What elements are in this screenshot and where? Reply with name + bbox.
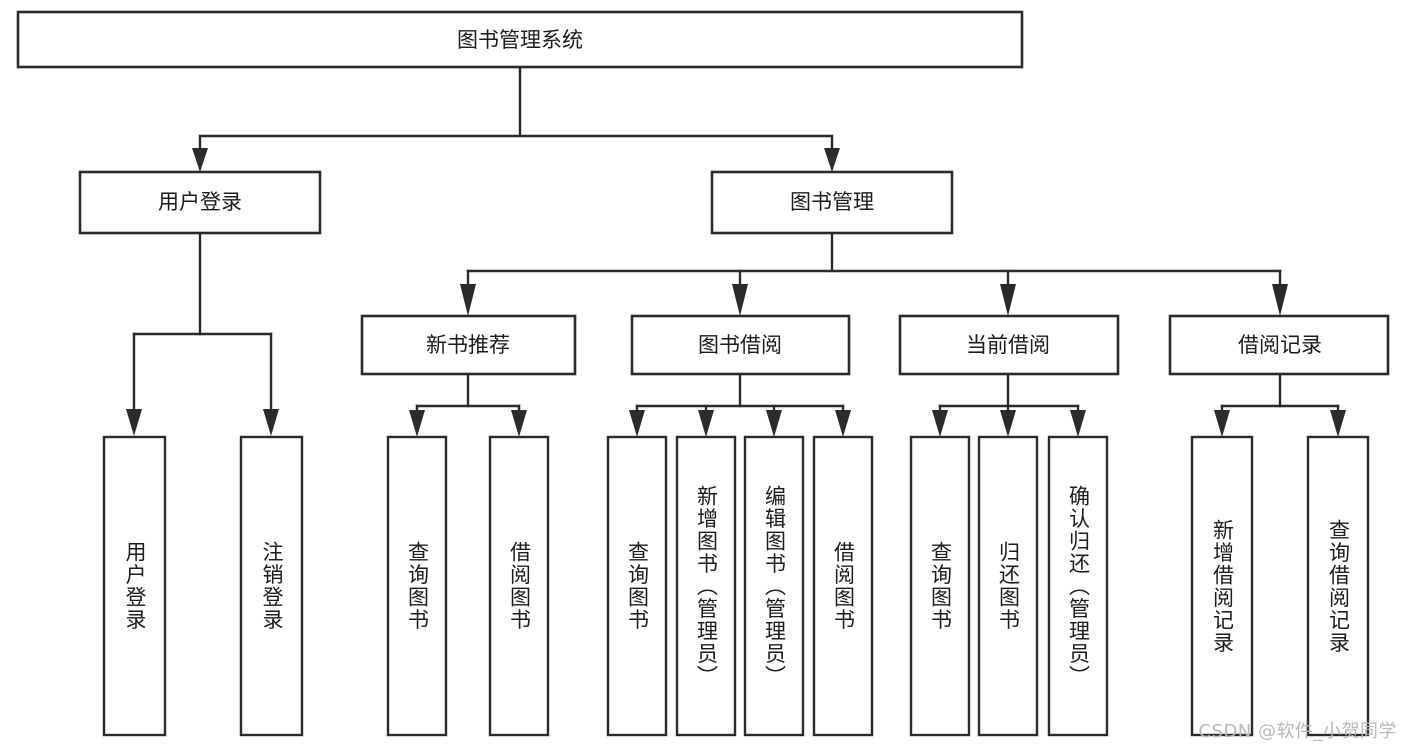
nodes-layer: 图书管理系统 用户登录 图书管理 新书推荐 图书借阅 当前借阅 借阅记录 xyxy=(16,10,1390,737)
arrow-head-newbook-leaf-1 xyxy=(409,410,425,437)
node-box-leaf-query-book-c[interactable] xyxy=(909,435,971,737)
node-label-current-borrow: 当前借阅 xyxy=(966,333,1050,357)
arrow-head-borrowbook-leaf-4 xyxy=(835,410,851,437)
node-label-new-book-recommend: 新书推荐 xyxy=(426,333,510,357)
node-box-leaf-borrow-book-b[interactable] xyxy=(812,435,874,737)
arrow-head-records-leaf-2 xyxy=(1330,410,1346,437)
arrow-head-borrow-record xyxy=(1272,284,1288,316)
node-box-leaf-query-borrow-record[interactable] xyxy=(1306,435,1370,737)
node-label-root: 图书管理系统 xyxy=(457,28,583,52)
node-box-borrow-record[interactable] xyxy=(1168,314,1390,376)
arrow-head-borrowbook-leaf-3 xyxy=(766,410,782,437)
node-box-leaf-query-book-a[interactable] xyxy=(386,435,448,737)
node-box-leaf-add-book-admin[interactable] xyxy=(675,435,737,737)
arrow-head-user-login xyxy=(192,148,208,172)
arrow-head-records-leaf-1 xyxy=(1214,410,1230,437)
arrow-head-userlogin-leaf-1 xyxy=(126,409,142,436)
arrow-head-current-leaf-2 xyxy=(1000,410,1016,437)
arrow-head-borrowbook-leaf-1 xyxy=(629,410,645,437)
node-box-leaf-add-borrow-record[interactable] xyxy=(1190,435,1254,737)
node-box-user-login[interactable] xyxy=(78,170,322,235)
node-label-user-login: 用户登录 xyxy=(158,190,242,214)
node-box-new-book-recommend[interactable] xyxy=(360,314,577,376)
node-box-leaf-query-book-b[interactable] xyxy=(606,435,668,737)
node-box-leaf-borrow-book-a[interactable] xyxy=(488,435,550,737)
arrow-head-newbook-leaf-2 xyxy=(511,410,527,437)
node-box-current-borrow[interactable] xyxy=(898,314,1120,376)
node-box-book-management[interactable] xyxy=(710,170,954,235)
node-box-book-borrow[interactable] xyxy=(630,314,851,376)
arrow-head-userlogin-leaf-2 xyxy=(263,409,279,436)
arrow-head-book-mgmt xyxy=(824,148,840,172)
arrow-head-current-leaf-3 xyxy=(1070,410,1086,437)
node-box-leaf-user-login[interactable] xyxy=(102,435,167,737)
arrow-head-current-leaf-1 xyxy=(932,410,948,437)
connectors-layer xyxy=(126,65,1346,437)
arrow-head-current-borrow xyxy=(1000,284,1016,316)
node-box-leaf-edit-book-admin[interactable] xyxy=(743,435,805,737)
node-box-leaf-logout[interactable] xyxy=(239,435,304,737)
node-box-leaf-return-book[interactable] xyxy=(977,435,1039,737)
node-label-borrow-record: 借阅记录 xyxy=(1238,333,1322,357)
node-label-book-borrow: 图书借阅 xyxy=(698,333,782,357)
node-label-book-management: 图书管理 xyxy=(790,190,874,214)
arrow-head-borrowbook-leaf-2 xyxy=(698,410,714,437)
arrow-head-new-book xyxy=(460,284,476,316)
arrow-head-borrow-book xyxy=(732,284,748,316)
node-box-root[interactable] xyxy=(16,10,1024,69)
node-box-leaf-confirm-return-admin[interactable] xyxy=(1047,435,1109,737)
csdn-watermark: CSDN @软件_小贺同学 xyxy=(1198,721,1397,742)
